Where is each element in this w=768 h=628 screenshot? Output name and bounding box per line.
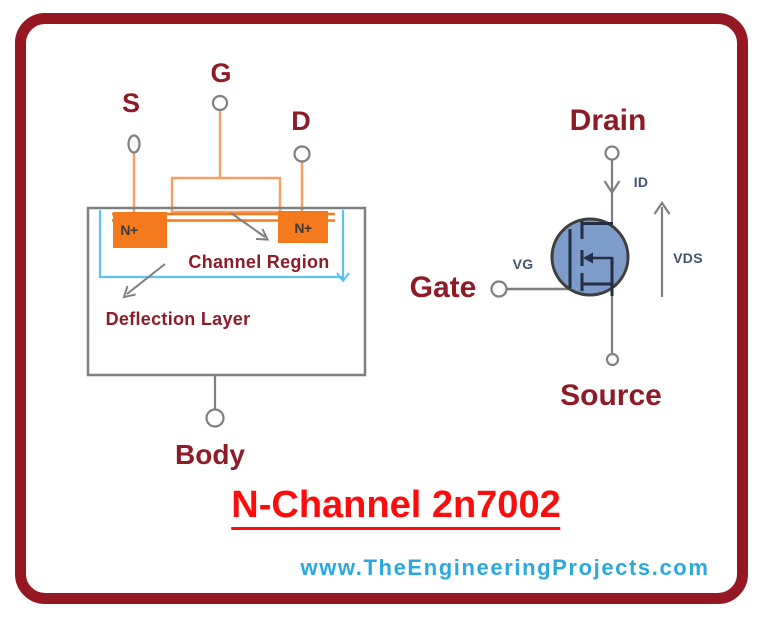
symbol-body-arrowhead [583,252,593,264]
body-label: Body [175,439,245,470]
deflection-layer-label: Deflection Layer [105,309,251,329]
symbol-gate-terminal [490,280,508,298]
channel-pointer-arrowhead [255,228,270,241]
vds-voltage-label: VDS [673,250,703,266]
nplus-right-label: N+ [294,220,312,236]
nplus-left-label: N+ [120,222,138,238]
channel-boundary-arrowhead [336,272,350,283]
gate-terminal-circle [211,94,229,112]
maroon-rounded-frame [15,13,748,604]
deflection-pointer-arrow [126,263,166,295]
channel-region-label: Channel Region [188,252,330,272]
mosfet-structure-diagram [86,94,367,428]
channel-boundary-left-bottom [98,210,343,279]
vds-arrowhead [653,201,671,215]
drain-pin-label: D [291,106,311,136]
symbol-gate-label: Gate [409,271,477,304]
source-terminal-circle [127,134,141,154]
drain-terminal-circle [293,145,311,163]
mosfet-symbol-diagram [490,145,671,367]
deflection-pointer-arrowhead [122,285,136,299]
body-terminal-circle [205,408,225,428]
website-watermark: www.TheEngineeringProjects.com [300,555,710,580]
vg-voltage-label: VG [512,256,534,272]
nplus-region-right [278,211,328,243]
id-current-label: ID [633,174,649,190]
page-title: N-Channel 2n7002 [231,486,561,530]
gate-contact-rect [170,176,282,214]
substrate-rect [86,206,367,377]
symbol-source-label: Source [560,379,662,412]
gate-pin-label: G [210,58,232,88]
source-pin-label: S [121,88,141,118]
symbol-source-terminal [605,352,620,367]
symbol-drain-terminal [604,145,620,161]
symbol-drain-label: Drain [569,104,647,137]
nplus-region-left [113,212,167,248]
id-current-arrowhead [603,180,621,195]
channel-pointer-arrow [230,212,266,238]
